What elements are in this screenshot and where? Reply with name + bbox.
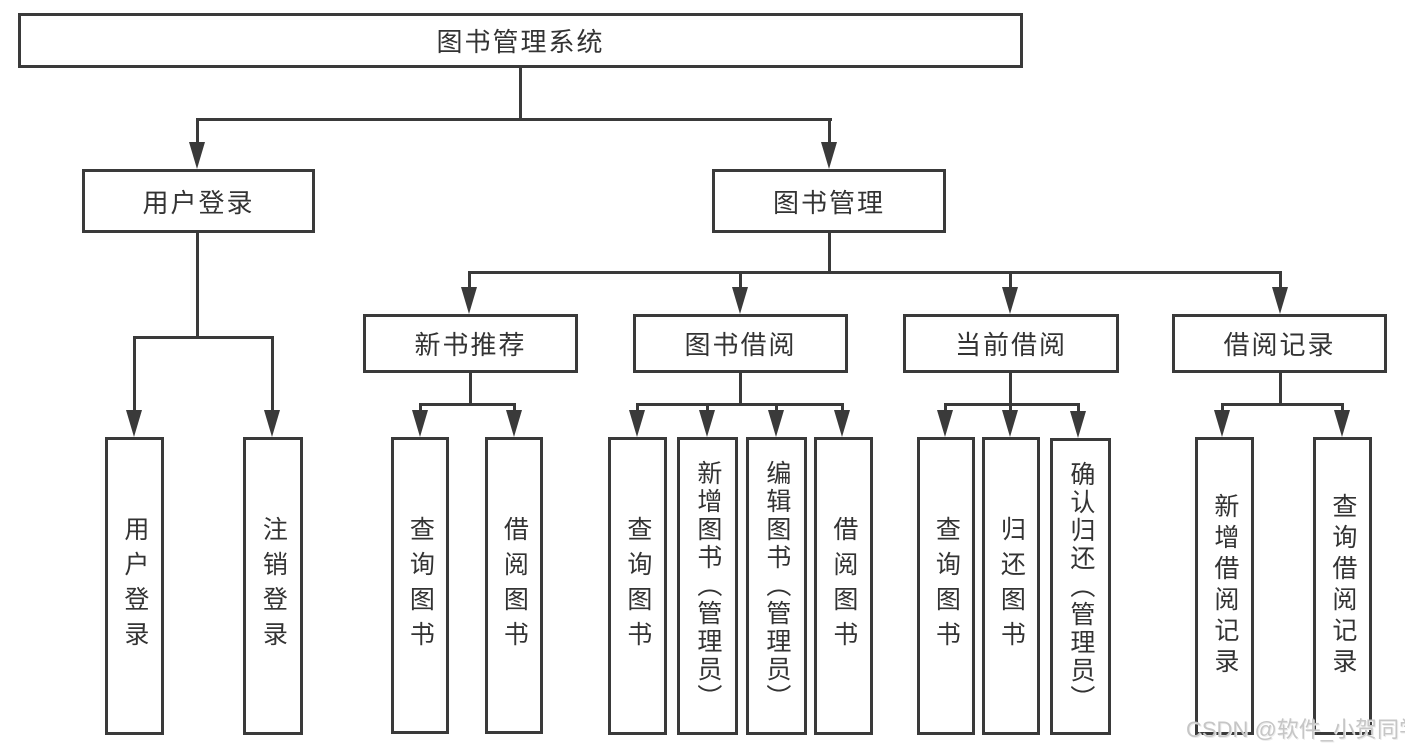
leaf-bb-borrow-books: 借阅图书 bbox=[814, 437, 873, 735]
connector-nb-drop bbox=[469, 373, 472, 405]
connector-l3-horizontal bbox=[468, 271, 1282, 274]
connector-l2-left-drop bbox=[196, 118, 199, 146]
connector-cb-horizontal bbox=[944, 403, 1080, 406]
arrowhead-cb-return-books bbox=[1002, 410, 1018, 437]
connector-l3-drop-4 bbox=[1279, 271, 1282, 290]
arrowhead-book-management bbox=[821, 142, 837, 169]
leaf-br-query-record: 查询借阅记录 bbox=[1313, 437, 1372, 735]
node-borrowing-records: 借阅记录 bbox=[1172, 314, 1387, 373]
arrowhead-book-borrowing bbox=[732, 287, 748, 314]
connector-bb-leaf2-drop bbox=[706, 403, 709, 412]
connector-ul-leaf1-drop bbox=[133, 336, 136, 412]
leaf-nb-borrow-books: 借阅图书 bbox=[485, 437, 543, 734]
connector-bb-horizontal bbox=[636, 403, 844, 406]
leaf-cb-query-books: 查询图书 bbox=[917, 437, 975, 735]
arrowhead-nb-query-books bbox=[412, 410, 428, 437]
connector-l2-horizontal bbox=[196, 118, 832, 121]
connector-ul-leaf2-drop bbox=[271, 336, 274, 412]
connector-nb-leaf2-drop bbox=[513, 403, 516, 412]
connector-cb-leaf2-drop bbox=[1009, 403, 1012, 412]
arrowhead-current-borrowing bbox=[1002, 287, 1018, 314]
connector-l3-drop-2 bbox=[739, 271, 742, 290]
node-new-book-recommend: 新书推荐 bbox=[363, 314, 578, 373]
leaf-logout: 注销登录 bbox=[243, 437, 303, 735]
leaf-br-add-record: 新增借阅记录 bbox=[1195, 437, 1254, 735]
connector-ul-drop bbox=[196, 233, 199, 336]
arrowhead-borrowing-records bbox=[1272, 287, 1288, 314]
csdn-watermark: CSDN @软件_小贺同学 bbox=[1186, 717, 1405, 742]
connector-bb-leaf1-drop bbox=[636, 403, 639, 412]
connector-ul-horizontal bbox=[133, 336, 274, 339]
connector-bb-leaf3-drop bbox=[775, 403, 778, 412]
leaf-nb-query-books: 查询图书 bbox=[391, 437, 449, 734]
connector-bb-drop bbox=[739, 373, 742, 405]
connector-cb-leaf3-drop bbox=[1077, 403, 1080, 412]
connector-l3-drop-1 bbox=[468, 271, 471, 290]
leaf-bb-edit-books-admin: 编辑图书（管理员） bbox=[746, 437, 807, 735]
connector-bb-leaf4-drop bbox=[841, 403, 844, 412]
connector-bm-drop bbox=[828, 233, 831, 273]
leaf-cb-return-books: 归还图书 bbox=[982, 437, 1040, 735]
node-book-borrowing: 图书借阅 bbox=[633, 314, 848, 373]
leaf-bb-query-books: 查询图书 bbox=[608, 437, 667, 735]
arrowhead-cb-query-books bbox=[937, 410, 953, 437]
arrowhead-bb-borrow-books bbox=[834, 410, 850, 437]
connector-br-horizontal bbox=[1221, 403, 1344, 406]
node-book-management: 图书管理 bbox=[712, 169, 946, 233]
arrowhead-br-add-record bbox=[1214, 410, 1230, 437]
connector-cb-drop bbox=[1009, 373, 1012, 405]
leaf-user-login: 用户登录 bbox=[105, 437, 164, 735]
node-root: 图书管理系统 bbox=[18, 13, 1023, 68]
connector-nb-horizontal bbox=[419, 403, 516, 406]
arrowhead-user-login bbox=[189, 142, 205, 169]
connector-cb-leaf1-drop bbox=[944, 403, 947, 412]
arrowhead-bb-add-books bbox=[699, 410, 715, 437]
connector-root-drop bbox=[519, 67, 522, 120]
arrowhead-leaf-user-login bbox=[126, 410, 142, 437]
leaf-bb-add-books-admin: 新增图书（管理员） bbox=[677, 437, 738, 735]
node-user-login: 用户登录 bbox=[82, 169, 315, 233]
arrowhead-bb-query-books bbox=[629, 410, 645, 437]
arrowhead-br-query-record bbox=[1334, 410, 1350, 437]
connector-nb-leaf1-drop bbox=[419, 403, 422, 412]
connector-br-leaf1-drop bbox=[1221, 403, 1224, 412]
connector-l2-right-drop bbox=[828, 118, 831, 146]
connector-br-leaf2-drop bbox=[1341, 403, 1344, 412]
arrowhead-nb-borrow-books bbox=[506, 410, 522, 437]
connector-l3-drop-3 bbox=[1009, 271, 1012, 290]
connector-br-drop bbox=[1279, 373, 1282, 405]
arrowhead-new-book-recommend bbox=[461, 287, 477, 314]
arrowhead-bb-edit-books bbox=[768, 410, 784, 437]
arrowhead-leaf-logout bbox=[264, 410, 280, 437]
leaf-cb-confirm-return-admin: 确认归还（管理员） bbox=[1050, 438, 1111, 735]
node-current-borrowing: 当前借阅 bbox=[903, 314, 1119, 373]
arrowhead-cb-confirm-return bbox=[1070, 411, 1086, 438]
